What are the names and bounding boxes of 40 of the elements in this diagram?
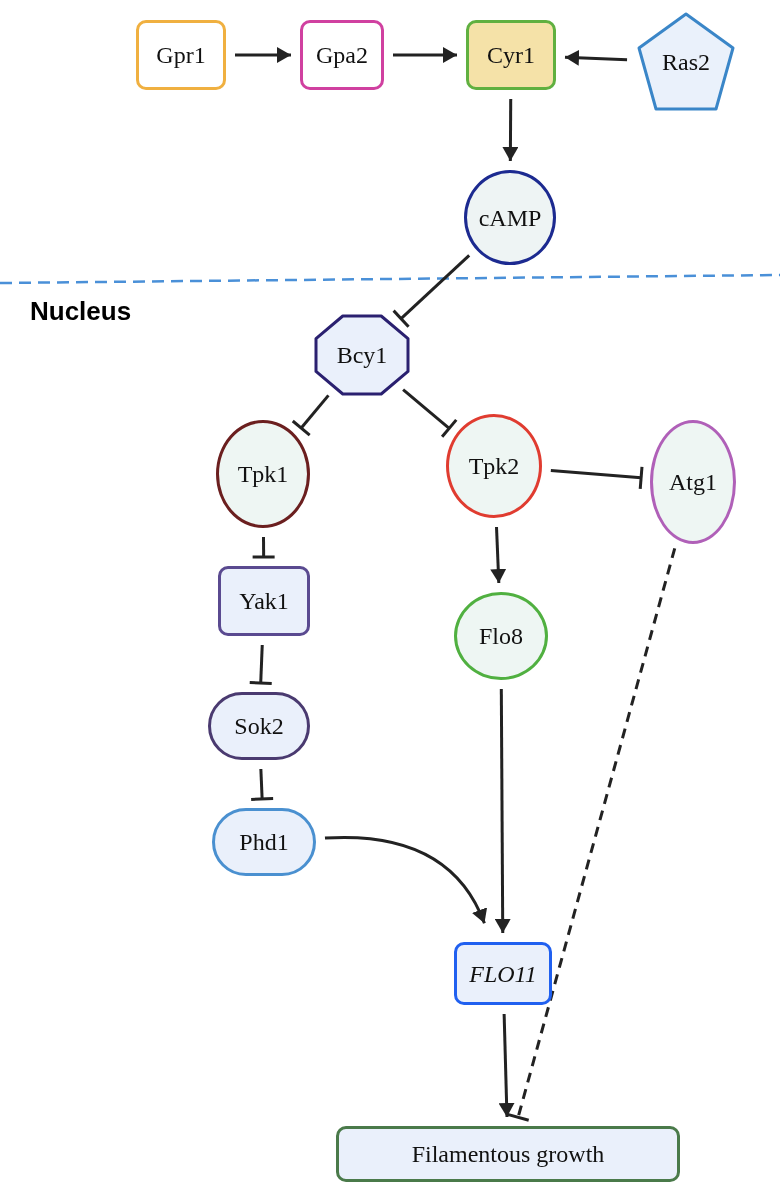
protein-box xyxy=(136,20,226,90)
gene-box xyxy=(454,942,552,1005)
outcome-box xyxy=(336,1126,680,1182)
inhibition-line xyxy=(291,394,330,437)
inhibition-line xyxy=(249,768,275,801)
node-label: Cyr1 xyxy=(487,41,535,70)
inhibition-line xyxy=(251,537,277,559)
arrow xyxy=(502,99,519,161)
protein-octagon xyxy=(314,314,410,396)
inhibition-line xyxy=(402,388,458,439)
node-label: FLO11 xyxy=(469,959,537,989)
node-label: Flo8 xyxy=(479,622,523,651)
compartment-label: Nucleus xyxy=(30,295,132,328)
arrow xyxy=(324,835,487,924)
node-label: Yak1 xyxy=(239,587,289,616)
arrow xyxy=(494,689,511,933)
node-label: Tpk2 xyxy=(468,452,520,481)
protein-box xyxy=(466,20,556,90)
arrow xyxy=(490,526,507,584)
inhibition-line xyxy=(248,644,274,685)
arrow xyxy=(393,47,457,63)
inhibition-line xyxy=(506,547,677,1122)
node-label: Bcy1 xyxy=(336,341,388,370)
node-label: Filamentous growth xyxy=(411,1140,605,1169)
node-label: Tpk1 xyxy=(237,460,289,489)
protein-box xyxy=(300,20,384,90)
inhibition-line xyxy=(550,465,644,491)
arrow xyxy=(498,1013,515,1118)
node-label: Phd1 xyxy=(239,828,289,857)
node-label: Ras2 xyxy=(662,48,710,77)
arrow xyxy=(564,49,628,66)
arrow xyxy=(235,47,291,63)
protein-box xyxy=(218,566,310,636)
node-label: Atg1 xyxy=(669,468,717,497)
node-label: Gpr1 xyxy=(156,41,206,70)
protein-pentagon xyxy=(636,12,736,112)
inhibition-line xyxy=(392,254,471,329)
node-label: Gpa2 xyxy=(316,41,368,70)
node-label: cAMP xyxy=(478,203,542,233)
node-label: Sok2 xyxy=(234,712,284,741)
